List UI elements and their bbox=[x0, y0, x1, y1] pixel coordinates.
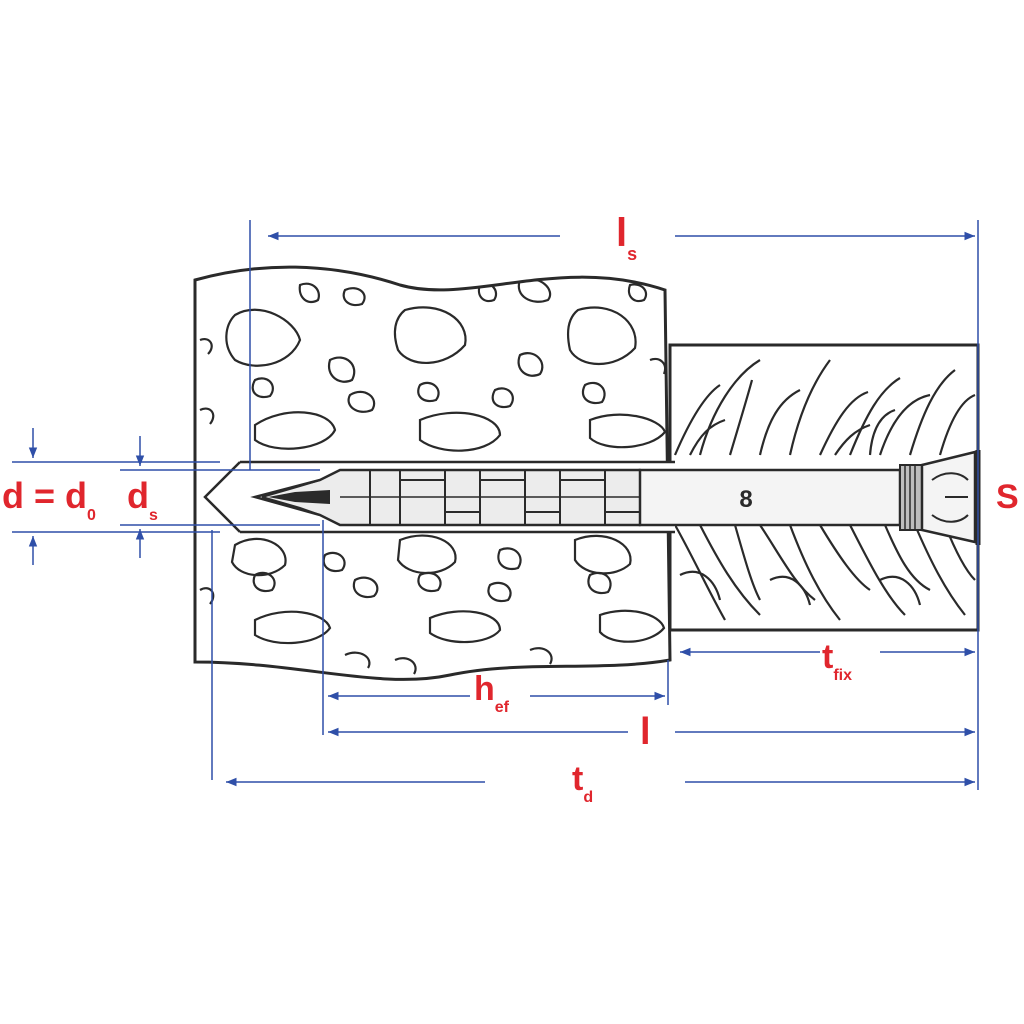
label-tfix: tfix bbox=[822, 638, 852, 684]
anchor-nose bbox=[261, 479, 321, 516]
screw-shank bbox=[638, 468, 902, 527]
label-s: S bbox=[996, 478, 1019, 516]
screw-mark: 8 bbox=[739, 486, 752, 513]
anchor-expansion-segments bbox=[340, 470, 640, 525]
label-l: l bbox=[640, 711, 651, 753]
dimension-lines bbox=[12, 220, 979, 790]
screw-head-collar bbox=[899, 464, 923, 531]
screw-tip bbox=[268, 490, 330, 504]
drill-hole-cone-tip bbox=[203, 461, 241, 533]
label-td: td bbox=[572, 760, 593, 806]
label-ds: ds bbox=[127, 475, 158, 524]
dimension-labels: ls d = d0 ds S tfix hef l td bbox=[2, 211, 1019, 806]
label-d-eq-d0: d = d0 bbox=[2, 475, 96, 524]
plastic-anchor: 8 bbox=[250, 450, 981, 545]
wood-grain bbox=[673, 359, 976, 621]
label-ls: ls bbox=[616, 211, 637, 264]
concrete-aggregate bbox=[199, 277, 667, 675]
label-hef: hef bbox=[474, 670, 510, 716]
screw-head bbox=[899, 450, 981, 545]
